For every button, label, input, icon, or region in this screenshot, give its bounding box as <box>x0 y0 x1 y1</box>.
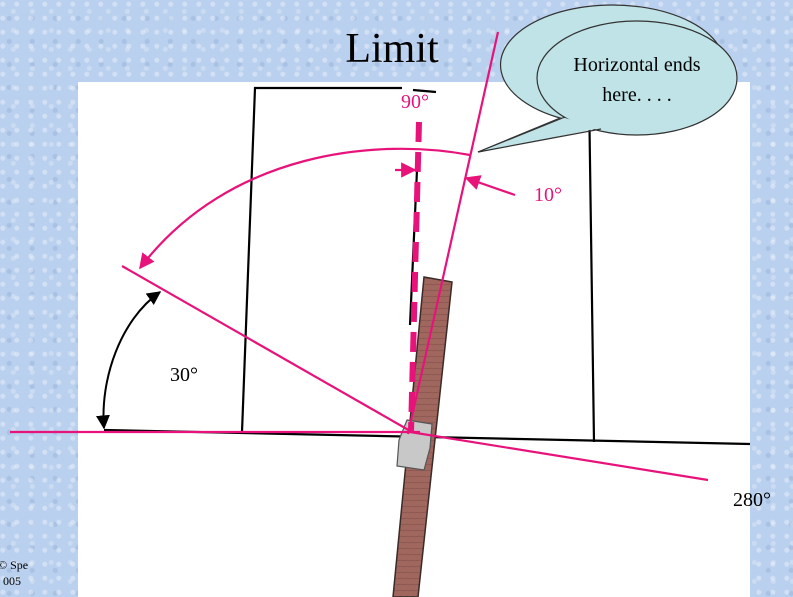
vertical-dashed-line <box>408 121 422 433</box>
page-title: Limit <box>345 26 439 72</box>
label-90: 90° <box>401 91 429 113</box>
label-10: 10° <box>534 184 562 206</box>
limit-line <box>406 31 500 435</box>
label-30: 30° <box>170 364 198 386</box>
label-280: 280° <box>733 489 771 511</box>
callout-text-line1: Horizontal ends <box>573 54 700 76</box>
angle-arc-30 <box>95 291 162 430</box>
line-280 <box>409 430 709 482</box>
callout-bubble: Horizontal ends here. . . . <box>477 4 738 153</box>
callout-text-line2: here. . . . <box>602 84 671 106</box>
copyright-line1: © Spe <box>0 558 28 572</box>
arrow-10 <box>464 175 516 197</box>
line-30 <box>121 265 413 433</box>
copyright-line2: 005 <box>3 574 21 588</box>
sweep-arc <box>139 147 471 270</box>
